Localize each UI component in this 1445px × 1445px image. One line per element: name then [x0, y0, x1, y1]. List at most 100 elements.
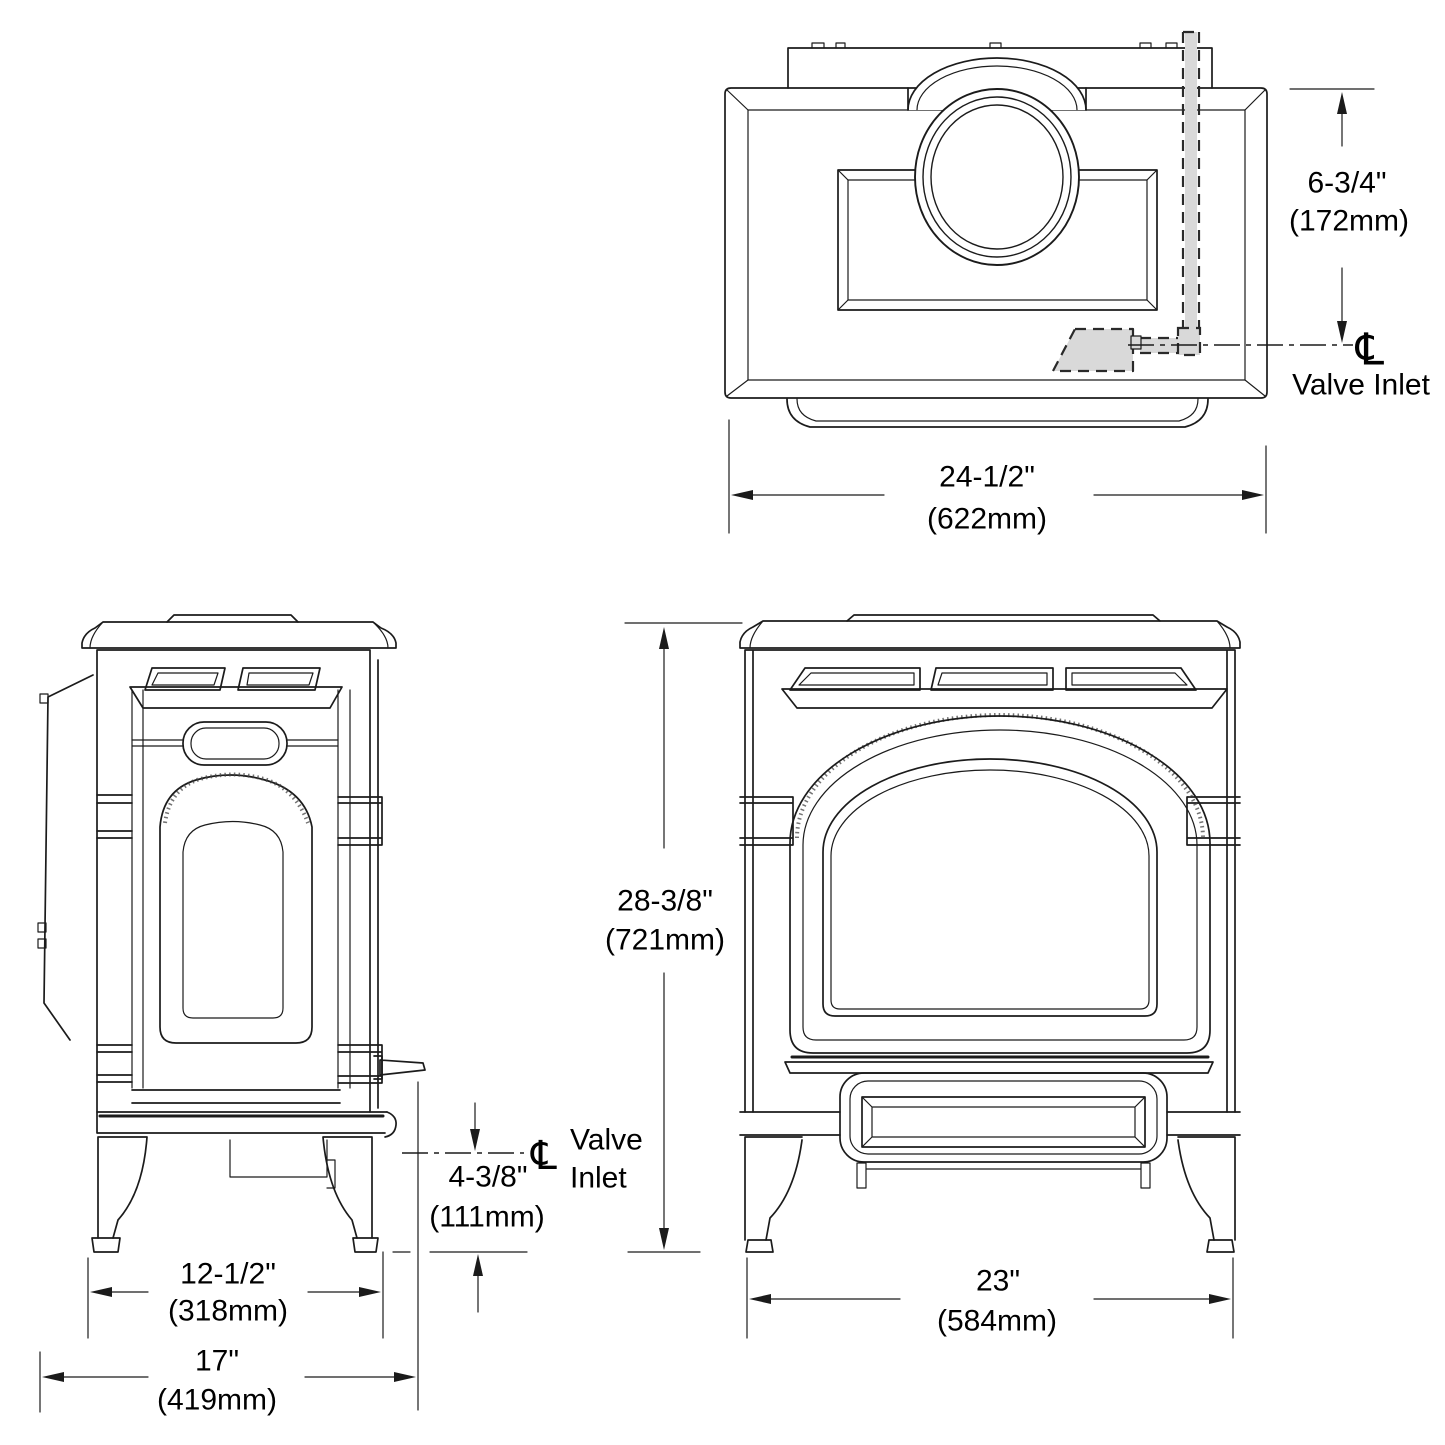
side-badge-rail — [131, 739, 339, 747]
flue-collar-outer — [914, 88, 1080, 266]
top-panel-bevels — [837, 169, 1158, 311]
side-top-lip — [166, 614, 299, 623]
side-lower-band — [131, 1089, 341, 1104]
side-valve-height-inches: 4-3/8" — [448, 1160, 528, 1194]
ash-drawer-mid — [849, 1080, 1158, 1155]
gas-pipe-elbow-outline — [1176, 326, 1202, 357]
side-rear-shield — [43, 674, 94, 1041]
side-centerline-symbol: ℄ — [531, 1133, 557, 1179]
flue-dome-mask — [908, 58, 1086, 110]
front-window-mid — [802, 729, 1198, 1041]
top-width-ext-lines — [728, 419, 1267, 534]
front-top-plate — [739, 620, 1241, 649]
front-width-inches: 23" — [975, 1264, 1021, 1298]
side-valve-word: Valve — [570, 1123, 643, 1157]
front-right-foot — [1206, 1239, 1235, 1253]
side-valve-height-mm: (111mm) — [429, 1200, 545, 1234]
top-centerline-symbol: ℄ — [1355, 324, 1385, 376]
arrow-right — [394, 1372, 416, 1382]
side-arch-hatch — [163, 772, 310, 824]
top-height-inches: 6-3/4" — [1307, 166, 1387, 200]
front-window-glass-inner — [830, 769, 1150, 1010]
top-width-mm: (622mm) — [926, 502, 1048, 536]
front-view — [624, 614, 1241, 1339]
top-plate-bevels — [726, 89, 1266, 397]
gas-pipe-vertical-outline — [1181, 30, 1201, 330]
arrow-left — [42, 1372, 64, 1382]
side-left-block-lower — [96, 1044, 133, 1083]
side-rear-foot — [352, 1237, 379, 1253]
side-depth-mm: (419mm) — [156, 1383, 278, 1417]
top-valve-inlet-label: Valve Inlet — [1292, 368, 1430, 402]
top-rear-screws — [811, 42, 1178, 49]
front-height-inches: 28-3/8" — [617, 884, 713, 918]
side-pedestal — [229, 1139, 336, 1189]
arrow-right — [359, 1287, 381, 1297]
side-view — [37, 614, 528, 1413]
front-vent-2 — [930, 667, 1054, 691]
side-right-block-upper — [337, 796, 383, 846]
side-depth-inches: 17" — [194, 1344, 240, 1378]
side-legspan-inches: 12-1/2" — [180, 1257, 276, 1291]
side-legspan-ext-lines — [87, 1251, 384, 1339]
valve-fitting — [1131, 336, 1141, 349]
flue-dome-arc-inner — [916, 65, 1078, 111]
front-frieze-band — [781, 688, 1228, 709]
ash-drawer-outer — [839, 1072, 1168, 1163]
flue-dome-arc — [907, 57, 1087, 111]
top-front-rail-inner — [796, 398, 1199, 422]
side-vent-2 — [237, 667, 321, 691]
drawer-support — [856, 1162, 1151, 1189]
front-right-block — [1186, 796, 1241, 846]
arrow-right — [1209, 1294, 1231, 1304]
flue-notch — [907, 87, 1087, 111]
front-vent-3 — [1065, 667, 1197, 691]
valve-lever — [373, 1055, 426, 1080]
side-frieze-band — [129, 686, 343, 709]
arrow-left — [731, 490, 753, 500]
arrow-up — [1337, 92, 1347, 114]
front-height-mm: (721mm) — [604, 923, 726, 957]
top-view — [724, 30, 1375, 534]
flue-collar-mid — [922, 96, 1072, 258]
front-top-plate-curls — [749, 620, 1231, 649]
side-legspan-mm: (318mm) — [167, 1294, 289, 1328]
front-left-leg — [744, 1136, 803, 1241]
top-width-inches: 24-1/2" — [939, 460, 1035, 494]
side-vent-2-inner — [246, 672, 314, 686]
side-body — [96, 649, 379, 1113]
top-rear-panel — [787, 47, 1213, 89]
side-right-block-lower — [337, 1044, 383, 1084]
side-top-plate-curls — [89, 621, 389, 649]
front-sill — [784, 1061, 1214, 1074]
side-arch-inner — [182, 820, 284, 1019]
side-badge-inner — [190, 727, 280, 760]
side-bottom-plate-curl — [384, 1111, 397, 1138]
front-left-foot — [745, 1239, 774, 1253]
side-badge-outer — [182, 721, 288, 766]
side-rear-leg — [322, 1136, 373, 1239]
arrow-up — [659, 627, 669, 649]
front-right-leg — [1177, 1136, 1236, 1241]
top-height-mm: (172mm) — [1288, 204, 1410, 238]
side-inlet-word: Inlet — [570, 1161, 627, 1195]
front-vent-1 — [789, 667, 921, 691]
side-front-foot — [91, 1237, 121, 1253]
arrow-down — [470, 1129, 480, 1151]
arrow-up — [473, 1254, 483, 1276]
top-plate-outer — [724, 87, 1268, 399]
arrow-down — [1337, 321, 1347, 343]
side-vent-1 — [144, 667, 226, 691]
side-pilasters — [131, 689, 351, 1089]
front-width-mm: (584mm) — [936, 1304, 1058, 1338]
ash-drawer-panel — [861, 1096, 1146, 1148]
valve-body — [1051, 327, 1135, 373]
side-left-block-upper — [96, 794, 133, 839]
front-top-lip — [846, 614, 1161, 622]
arrow-left — [90, 1287, 112, 1297]
front-window-outer — [789, 715, 1211, 1054]
front-left-block — [739, 796, 794, 846]
front-arch-hatch — [795, 713, 1205, 839]
